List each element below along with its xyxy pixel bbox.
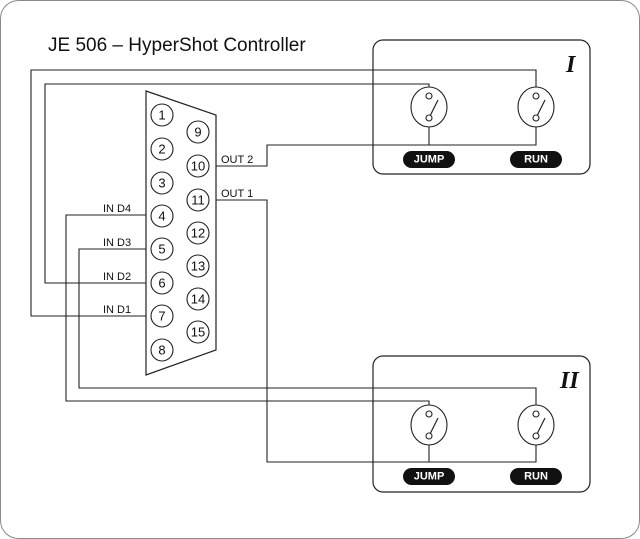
run-switch-icon <box>517 86 555 128</box>
pin-10: 10 <box>186 154 210 178</box>
pin-3-label: 3 <box>158 176 165 191</box>
pin-8: 8 <box>150 338 174 362</box>
controller-1-numeral: I <box>565 52 577 78</box>
pin-6-label: 6 <box>158 276 165 291</box>
pin-1: 1 <box>150 103 174 127</box>
signal-label-in-d4: IN D4 <box>103 203 131 215</box>
pin-15-label: 15 <box>191 325 205 340</box>
wire-in-d3 <box>78 248 537 412</box>
pin-14: 14 <box>186 287 210 311</box>
run-button-label-1: RUN <box>510 151 562 168</box>
signal-label-in-d2: IN D2 <box>103 271 131 283</box>
pin-6: 6 <box>150 271 174 295</box>
jump-label-2: JUMP <box>414 471 445 483</box>
pin-4-label: 4 <box>158 209 165 224</box>
pin-2: 2 <box>150 137 174 161</box>
signal-label-out-2: OUT 2 <box>221 154 253 166</box>
pin-12: 12 <box>186 221 210 245</box>
controller-2-numeral: II <box>559 368 580 394</box>
connector-pins: 1 2 3 4 5 6 7 8 9 10 11 12 13 14 15 <box>150 103 210 362</box>
pin-3: 3 <box>150 171 174 195</box>
jump-switch-icon <box>410 86 448 128</box>
run-button-label-2: RUN <box>510 468 562 485</box>
jump-button-label-1: JUMP <box>403 151 455 168</box>
pin-9: 9 <box>186 120 210 144</box>
pin-13: 13 <box>186 254 210 278</box>
pin-15: 15 <box>186 320 210 344</box>
pin-7-label: 7 <box>158 309 165 324</box>
pin-4: 4 <box>150 204 174 228</box>
pin-2-label: 2 <box>158 142 165 157</box>
diagram-title: JE 506 – HyperShot Controller <box>48 35 306 56</box>
run-label-2: RUN <box>524 471 548 483</box>
pin-12-label: 12 <box>191 226 205 241</box>
signal-label-in-d3: IN D3 <box>103 237 131 249</box>
run-switch-icon <box>517 404 555 446</box>
pin-9-label: 9 <box>194 125 201 140</box>
pin-13-label: 13 <box>191 259 205 274</box>
jump-label-1: JUMP <box>414 154 445 166</box>
pin-5-label: 5 <box>158 242 165 257</box>
pin-14-label: 14 <box>191 292 205 307</box>
pin-11: 11 <box>186 188 210 212</box>
wire-in-d1 <box>30 69 537 317</box>
pin-11-label: 11 <box>191 193 205 208</box>
pin-1-label: 1 <box>158 108 165 123</box>
pin-7: 7 <box>150 304 174 328</box>
jump-switch-icon <box>410 404 448 446</box>
signal-label-out-1: OUT 1 <box>221 188 253 200</box>
run-label-1: RUN <box>524 154 548 166</box>
pin-10-label: 10 <box>191 159 205 174</box>
signal-label-in-d1: IN D1 <box>103 304 131 316</box>
pin-5: 5 <box>150 237 174 261</box>
pin-8-label: 8 <box>158 343 165 358</box>
jump-button-label-2: JUMP <box>403 468 455 485</box>
